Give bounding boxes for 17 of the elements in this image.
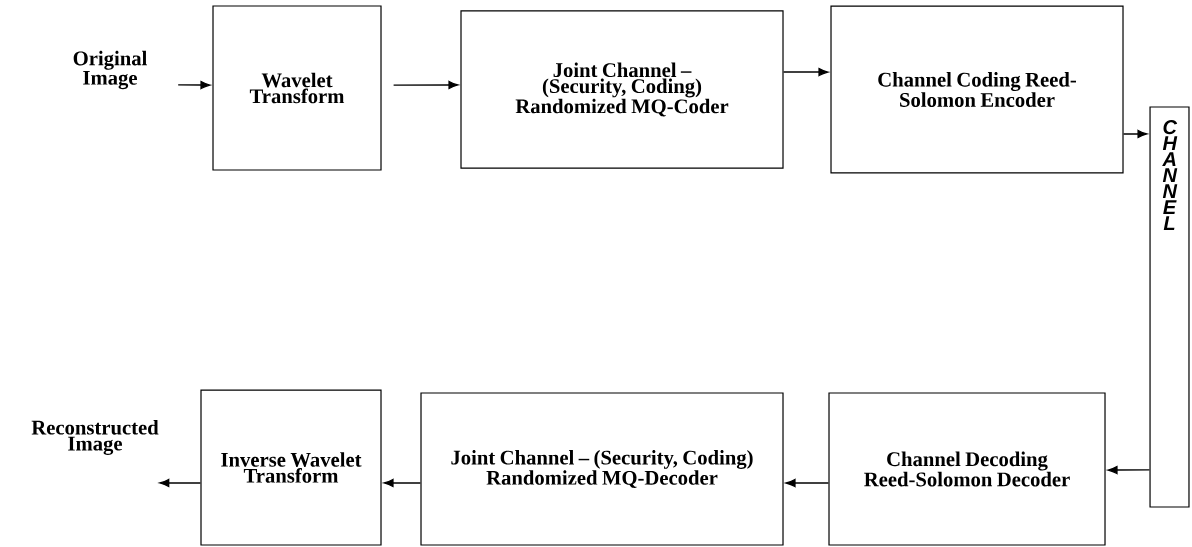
process-box: Channel Coding Reed-Solomon Encoder (830, 5, 1124, 174)
arrow (177, 80, 211, 90)
process-box: Channel Decoding Reed-Solomon Decoder (828, 392, 1106, 546)
process-box: Joint Channel – (Security, Coding) Randomized MQ-Coder (460, 10, 784, 169)
arrow (159, 478, 202, 488)
arrow (392, 80, 459, 90)
arrow (785, 478, 830, 488)
arrow (1122, 129, 1148, 139)
process-box: Wavelet Transform (212, 5, 382, 171)
terminal-label: Original Image (73, 50, 147, 90)
terminal-label: Reconstructed Image (31, 420, 159, 455)
arrow (1107, 465, 1151, 475)
channel-box: CHANNEL (1149, 106, 1190, 508)
arrow (383, 478, 422, 488)
process-box: Joint Channel – (Security, Coding) Randomized MQ-Decoder (420, 392, 784, 546)
arrow (782, 67, 829, 77)
process-box: Inverse Wavelet Transform (200, 389, 382, 546)
